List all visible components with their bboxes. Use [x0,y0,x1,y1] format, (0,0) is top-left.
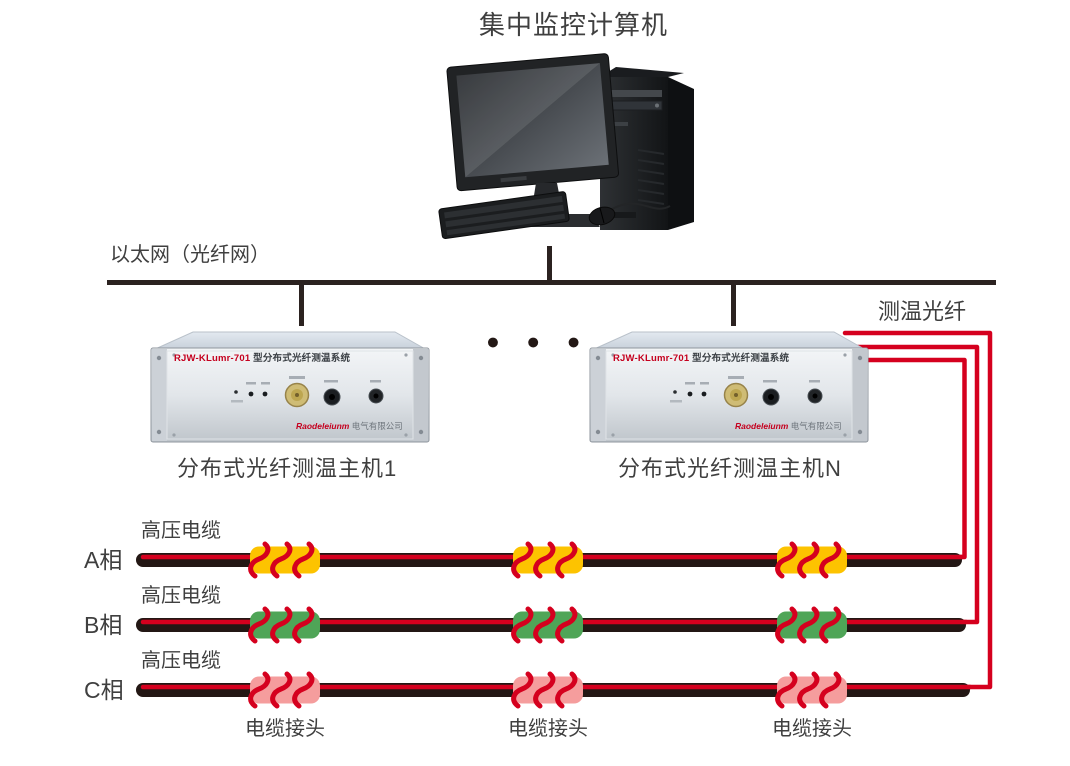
deviceN-name: 分布式光纤测温主机N [618,456,842,481]
joint-a-2 [513,544,583,576]
joint-c-1 [250,674,320,706]
joint-c-3 [777,674,847,706]
device1-brand-suffix: 电气有限公司 [351,421,403,431]
computer-mouse [588,202,671,226]
hv-cable-label-b: 高压电缆 [141,585,221,607]
deviceN-model-suffix: 型分布式光纤测温系统 [692,353,790,364]
deviceN-panel-model: RJW-KLumr-701 型分布式光纤测温系统 [613,350,789,364]
joint-label-1: 电缆接头 [245,718,325,740]
fiber-label: 测温光纤 [878,299,967,324]
computer-monitor [446,53,620,192]
computer-drop-line [547,246,552,283]
deviceN-brand-logo: Raodeleiunm [735,421,789,431]
device1-model-suffix: 型分布式光纤测温系统 [253,353,351,364]
ellipsis-dots: ● ● ● [486,328,591,354]
deviceN-brand-suffix: 电气有限公司 [790,421,842,431]
joint-label-2: 电缆接头 [508,718,588,740]
deviceN-brand: Raodeleiunm 电气有限公司 [735,420,842,432]
computer-keyboard [438,191,570,240]
joint-b-3 [777,609,847,641]
joint-label-3: 电缆接头 [772,718,852,740]
deviceN-model-number: RJW-KLumr-701 [613,353,690,364]
device1-brand-logo: Raodeleiunm [296,421,350,431]
monitoring-computer-illustration [438,53,694,240]
joint-b-1 [250,609,320,641]
ethernet-label: 以太网（光纤网） [110,244,270,266]
device1-model-number: RJW-KLumr-701 [174,353,251,364]
joint-a-1 [250,544,320,576]
device1-name: 分布式光纤测温主机1 [177,456,398,481]
hv-cable-label-c: 高压电缆 [141,650,221,672]
deviceN-drop-line [731,283,736,326]
device1-brand: Raodeleiunm 电气有限公司 [296,420,403,432]
phase-b-label: B相 [84,612,123,638]
page-title: 集中监控计算机 [479,10,669,40]
hv-cable-label-a: 高压电缆 [141,520,221,542]
device1-drop-line [299,283,304,326]
phase-a-label: A相 [84,547,123,573]
phase-c-label: C相 [84,677,124,703]
joint-b-2 [513,609,583,641]
joint-a-3 [777,544,847,576]
device1-panel-model: RJW-KLumr-701 型分布式光纤测温系统 [174,350,350,364]
joint-c-2 [513,674,583,706]
